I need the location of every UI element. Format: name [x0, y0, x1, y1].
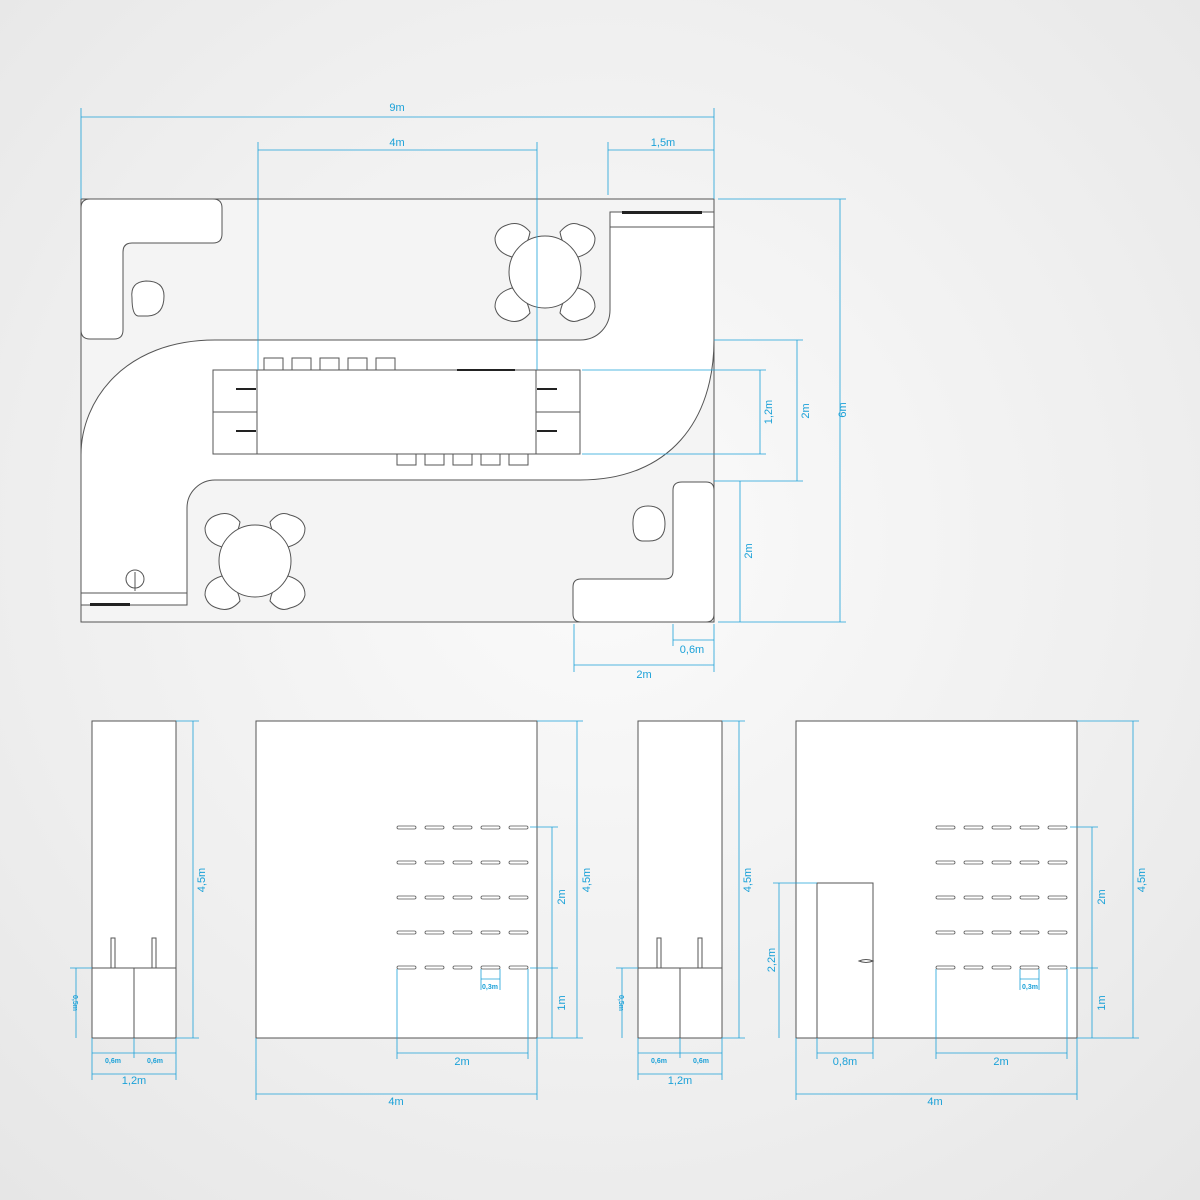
shelf-grid [935, 825, 1068, 970]
round-table-bottom [204, 513, 306, 610]
dim-door-height: 2,2m [766, 948, 778, 972]
wall-strip-bottom-left [80, 592, 188, 606]
dim-table-depth: 1,2m [763, 400, 775, 424]
dim-height: 4,5m [1136, 868, 1148, 892]
dim-table-zone-height: 2m [800, 403, 812, 418]
dim-shelf-spacing: 0,3m [1022, 984, 1038, 991]
dim-unit-2: 0,6m [693, 1058, 709, 1065]
dim-width: 1,2m [668, 1075, 692, 1087]
door-handle-icon [857, 959, 875, 963]
round-table-top [494, 223, 596, 322]
shelf-grid [396, 825, 529, 970]
counter-bottom-right [572, 481, 715, 623]
screen-top-right [622, 211, 702, 214]
elevation-side-b: 4,5m 0,5m 0,6m 0,6m 1,2m [616, 720, 754, 1087]
dim-height: 4,5m [742, 868, 754, 892]
dim-right-lower: 2m [743, 543, 755, 558]
dim-total-height: 6m [837, 402, 849, 417]
dim-height: 4,5m [196, 868, 208, 892]
dim-shelf-spacing: 0,3m [482, 984, 498, 991]
dim-counter-height: 0,5m [71, 995, 78, 1011]
dim-table-zone: 4m [389, 137, 404, 149]
stool-top-left [131, 280, 165, 317]
dim-unit-1: 0,6m [651, 1058, 667, 1065]
dim-shelf-width: 2m [454, 1056, 469, 1068]
dim-total-width: 9m [389, 102, 404, 114]
dim-top-right: 1,5m [651, 137, 675, 149]
dim-counter-depth: 0,6m [680, 644, 704, 656]
dim-shelf-zone: 2m [556, 889, 568, 904]
dim-width: 4m [388, 1096, 403, 1108]
counter-top-left [80, 198, 223, 340]
screen-bottom-left [90, 603, 130, 606]
dim-base: 1m [556, 995, 568, 1010]
dim-door-width: 0,8m [833, 1056, 857, 1068]
dim-shelf-zone: 2m [1096, 889, 1108, 904]
stool-bottom-right [632, 505, 666, 542]
elevation-side-a: 4,5m 0,5m 0,6m 0,6m 1,2m [70, 720, 208, 1087]
central-table [212, 357, 581, 466]
wall-strip-top-right [609, 211, 715, 228]
dim-height: 4,5m [581, 868, 593, 892]
dim-shelf-width: 2m [993, 1056, 1008, 1068]
dim-counter-height: 0,5m [617, 995, 624, 1011]
elevation-front-a: 2m 1m 4,5m 0,3m 2m 4m [255, 720, 593, 1108]
elevation-front-b: 2,2m 2m 1m 4,5m 0,3m 0,8m 2m 4m [766, 720, 1148, 1108]
dim-unit-2: 0,6m [147, 1058, 163, 1065]
floor-plan: 9m 4m 1,5m 6m 1,2m 2m 2m [80, 102, 849, 681]
dim-width: 1,2m [122, 1075, 146, 1087]
dim-unit-1: 0,6m [105, 1058, 121, 1065]
floor-dimensions: 9m 4m 1,5m 6m 1,2m 2m 2m [80, 102, 849, 681]
dim-base: 1m [1096, 995, 1108, 1010]
dim-counter-width: 2m [636, 669, 651, 681]
dim-width: 4m [927, 1096, 942, 1108]
